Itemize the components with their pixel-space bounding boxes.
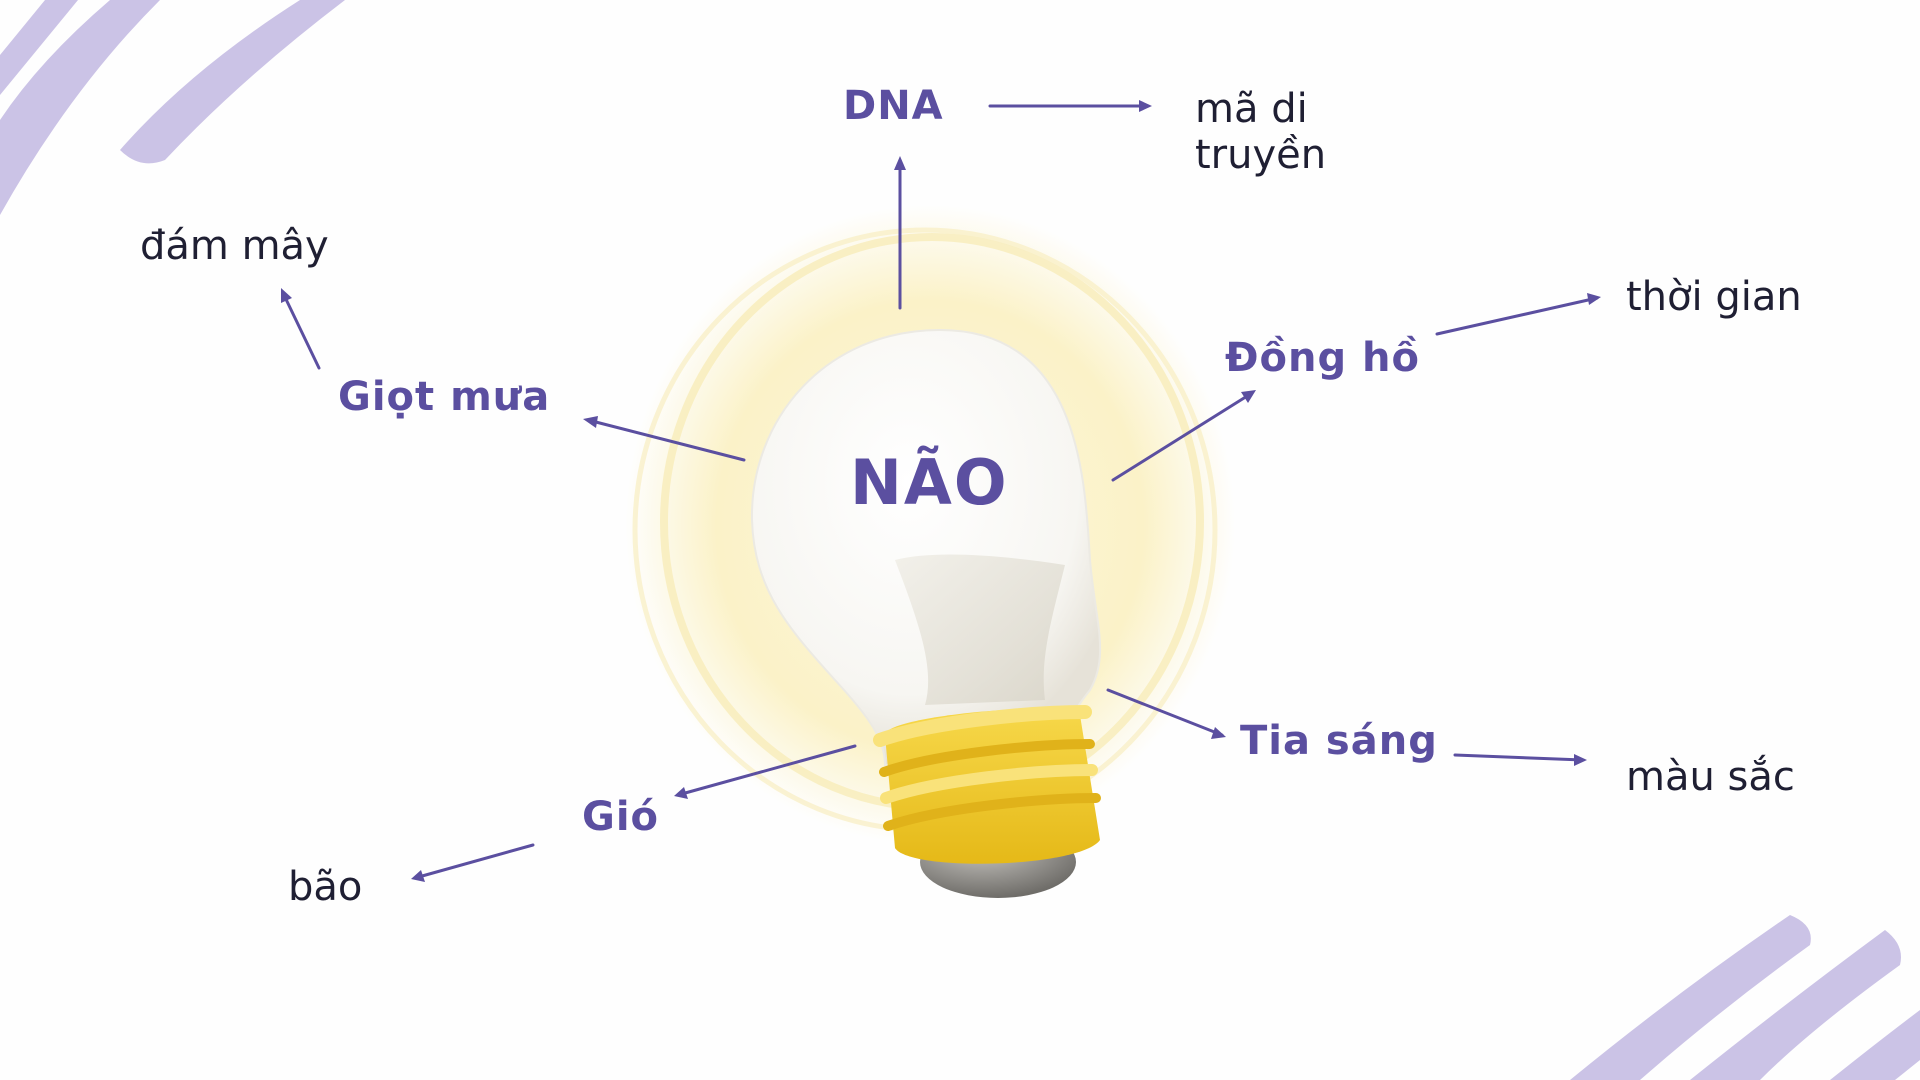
corner-scribble-top-left — [0, 0, 345, 215]
branch-dong-ho-child: thời gian — [1626, 274, 1802, 320]
branch-dong-ho-label: Đồng hồ — [1225, 335, 1420, 381]
branch-dna-child-line-2: truyền — [1195, 132, 1327, 178]
branch-tia-sang-child: màu sắc — [1626, 754, 1795, 800]
arrow-center-to-giot-mua — [586, 418, 746, 462]
arrow-giot-mua-to-child — [281, 291, 321, 370]
arrow-dong-ho-to-child — [1435, 296, 1599, 336]
light-bulb-icon — [750, 328, 1102, 898]
arrowhead-giot-mua-child — [281, 288, 292, 303]
arrow-gio-to-child — [413, 843, 535, 880]
arrowhead-gio-child — [411, 870, 425, 882]
arrow-center-to-gio — [676, 744, 857, 797]
arrowhead-dong-ho — [1241, 390, 1256, 403]
branch-giot-mua-label: Giọt mưa — [338, 374, 551, 420]
arrowhead-dna — [894, 156, 906, 170]
branch-gio-label: Gió — [582, 794, 660, 840]
arrow-heads — [281, 100, 1601, 882]
arrow-center-to-tia-sang — [1106, 688, 1224, 737]
arrowhead-gio — [674, 787, 688, 799]
center-node-label: NÃO — [850, 446, 1009, 519]
branch-tia-sang-label: Tia sáng — [1240, 718, 1438, 764]
branch-dna-label: DNA — [843, 83, 944, 129]
branch-gio-child: bão — [288, 864, 363, 910]
arrowhead-tia-sang-child — [1574, 754, 1587, 766]
branch-giot-mua-child: đám mây — [140, 223, 329, 269]
arrowhead-giot-mua — [583, 416, 598, 428]
branch-dna-child-line-1: mã di — [1195, 86, 1308, 132]
connector-arrows — [281, 104, 1599, 880]
arrowhead-dna-child — [1139, 100, 1152, 112]
arrow-center-to-dong-ho — [1111, 391, 1254, 482]
arrow-tia-sang-to-child — [1453, 753, 1585, 762]
branch-dna-child: mã di truyền — [1195, 86, 1326, 178]
arrowhead-dong-ho-child — [1587, 293, 1601, 305]
arrowhead-tia-sang — [1211, 727, 1226, 739]
corner-scribble-bottom-right — [1570, 915, 1920, 1080]
